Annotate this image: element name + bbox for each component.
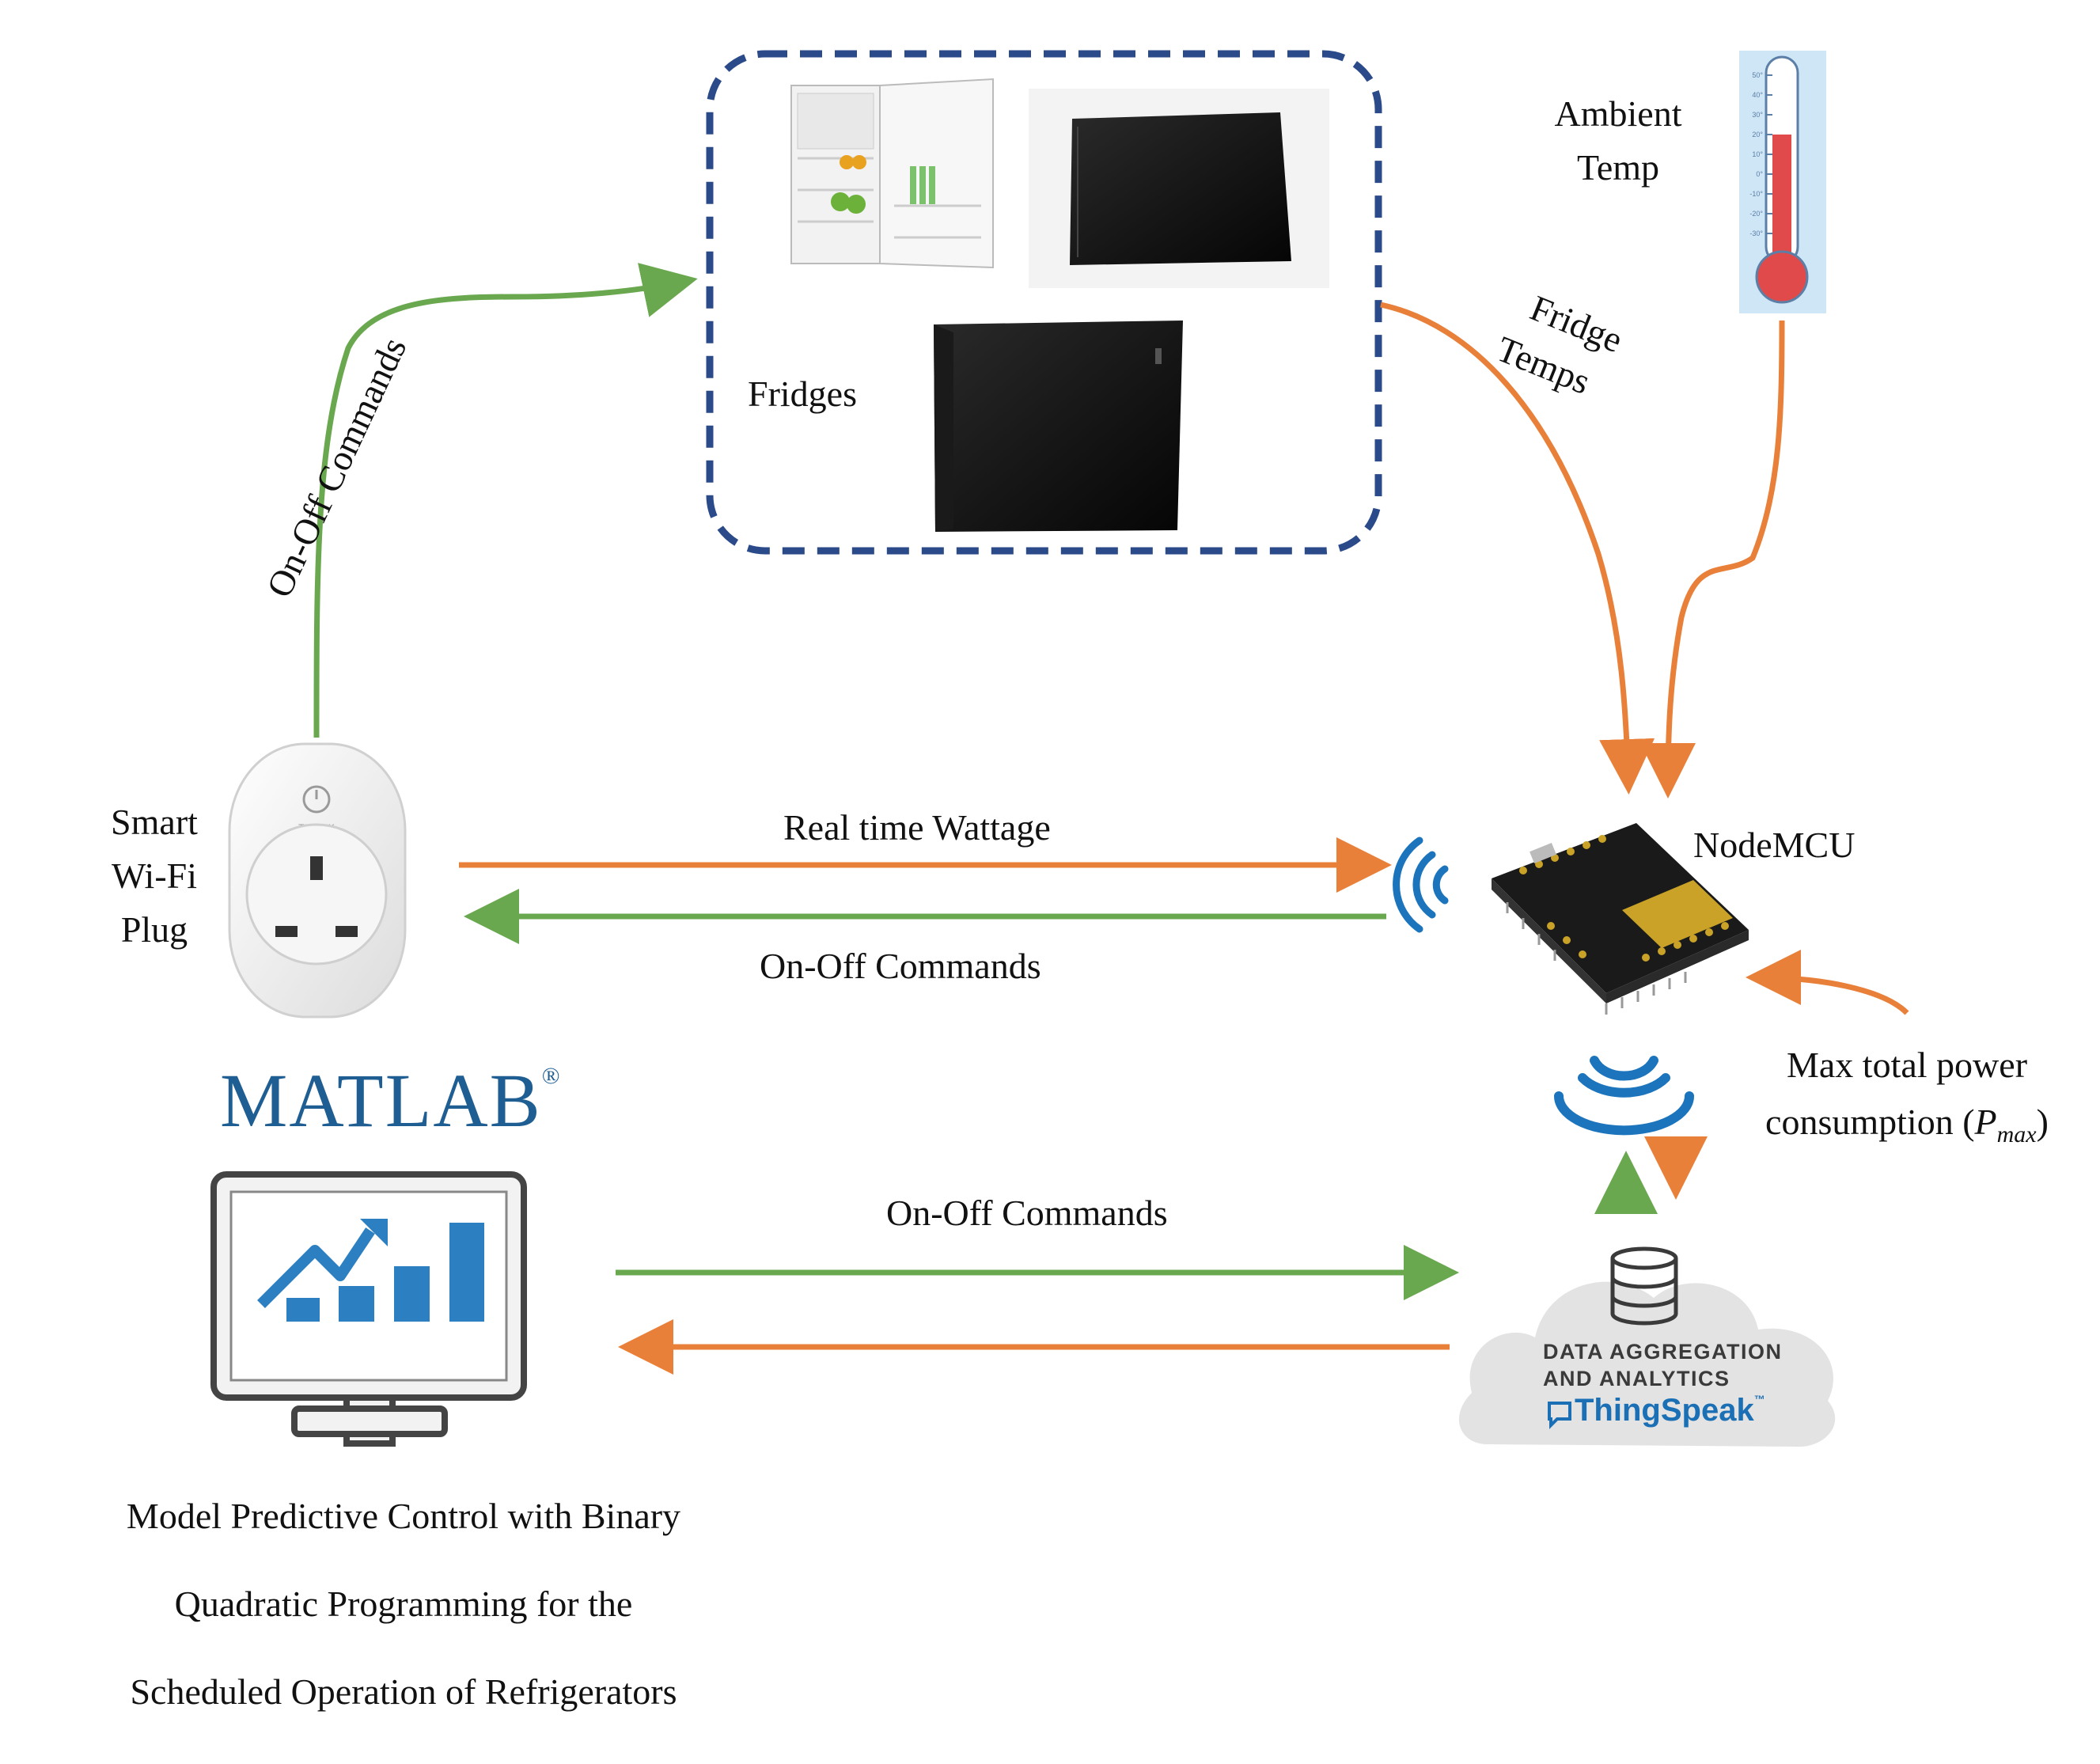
black-mini-fridge-image-2 <box>934 321 1183 532</box>
fridges-group-box <box>706 50 1382 555</box>
smart-plug-image: TP-LINK <box>228 742 407 1019</box>
thingspeak-brand: ThingSpeak™ <box>1575 1393 1765 1428</box>
thermo-tick-20: 20° <box>1752 131 1763 138</box>
pmax-symbol: P <box>1974 1102 1997 1142</box>
max-power-suffix: ) <box>2036 1102 2049 1142</box>
matlab-monitor-icon <box>210 1171 527 1447</box>
max-power-line2: consumption (Pmax) <box>1725 1094 2089 1163</box>
ambient-temp-label: Ambient Temp <box>1531 87 1705 195</box>
thermo-tick-neg10: -10° <box>1749 190 1763 198</box>
smart-plug-line1: Smart <box>111 802 198 842</box>
thermo-tick-40: 40° <box>1752 91 1763 99</box>
thermo-tick-neg20: -20° <box>1749 210 1763 218</box>
mpc-caption-line1: Model Predictive Control with Binary <box>126 1496 681 1536</box>
arrow-plug-to-fridges <box>313 263 698 738</box>
thingspeak-brand-text: ThingSpeak <box>1575 1393 1754 1428</box>
smart-plug-line3: Plug <box>120 909 188 950</box>
max-power-prefix: consumption ( <box>1765 1102 1975 1142</box>
open-white-fridge-image <box>790 78 994 269</box>
on-off-commands-plug-label: On-Off Commands <box>760 946 1041 986</box>
wifi-signal-icon-left <box>1393 836 1449 933</box>
matlab-registered-mark: ® <box>541 1063 562 1089</box>
mpc-caption-line2: Quadratic Programming for the <box>174 1584 633 1624</box>
fridges-label: Fridges <box>748 374 857 414</box>
nodemcu-board-image <box>1492 823 1749 1015</box>
thermo-tick-10: 10° <box>1752 150 1763 158</box>
real-time-wattage-label: Real time Wattage <box>783 807 1051 848</box>
ambient-temp-line2: Temp <box>1576 147 1660 188</box>
thermo-tick-0: 0° <box>1756 170 1763 178</box>
thermo-tick-neg30: -30° <box>1749 230 1763 237</box>
thingspeak-cloud-icon <box>1458 1246 1836 1447</box>
thermometer-icon: 50° 40° 30° 20° 10° 0° -10° -20° -30° <box>1739 51 1826 313</box>
thermo-tick-50: 50° <box>1752 71 1763 79</box>
black-mini-fridge-image-1 <box>1029 89 1329 288</box>
mpc-caption: Model Predictive Control with Binary Qua… <box>32 1472 775 1736</box>
nodemcu-label: NodeMCU <box>1693 825 1856 865</box>
ambient-temp-line1: Ambient <box>1554 93 1682 134</box>
thingspeak-tagline-line1: DATA AGGREGATION <box>1543 1340 1783 1364</box>
pmax-subscript: max <box>1996 1121 2037 1148</box>
smart-plug-line2: Wi-Fi <box>111 855 198 896</box>
matlab-wordmark-text: MATLAB <box>220 1058 542 1143</box>
smart-plug-label: Smart Wi-Fi Plug <box>79 795 229 957</box>
max-power-line1: Max total power <box>1786 1045 2028 1085</box>
max-power-label: Max total power consumption (Pmax) <box>1725 1037 2089 1163</box>
mpc-caption-line3: Scheduled Operation of Refrigerators <box>130 1671 677 1712</box>
arrow-pmax-to-nodemcu <box>1746 950 1909 1015</box>
thingspeak-tagline: DATA AGGREGATION AND ANALYTICS <box>1543 1339 1782 1393</box>
matlab-logo-wordmark: MATLAB® <box>220 1057 561 1144</box>
thermo-tick-30: 30° <box>1752 111 1763 119</box>
arrow-fridges-to-nodemcu <box>1380 302 1655 795</box>
thingspeak-tm: ™ <box>1753 1393 1765 1406</box>
wifi-signal-icon-down <box>1554 1056 1694 1136</box>
thingspeak-tagline-line2: AND ANALYTICS <box>1543 1366 1730 1390</box>
arrow-thermometer-to-nodemcu <box>1640 320 1785 799</box>
on-off-commands-cloud-label: On-Off Commands <box>886 1193 1168 1233</box>
